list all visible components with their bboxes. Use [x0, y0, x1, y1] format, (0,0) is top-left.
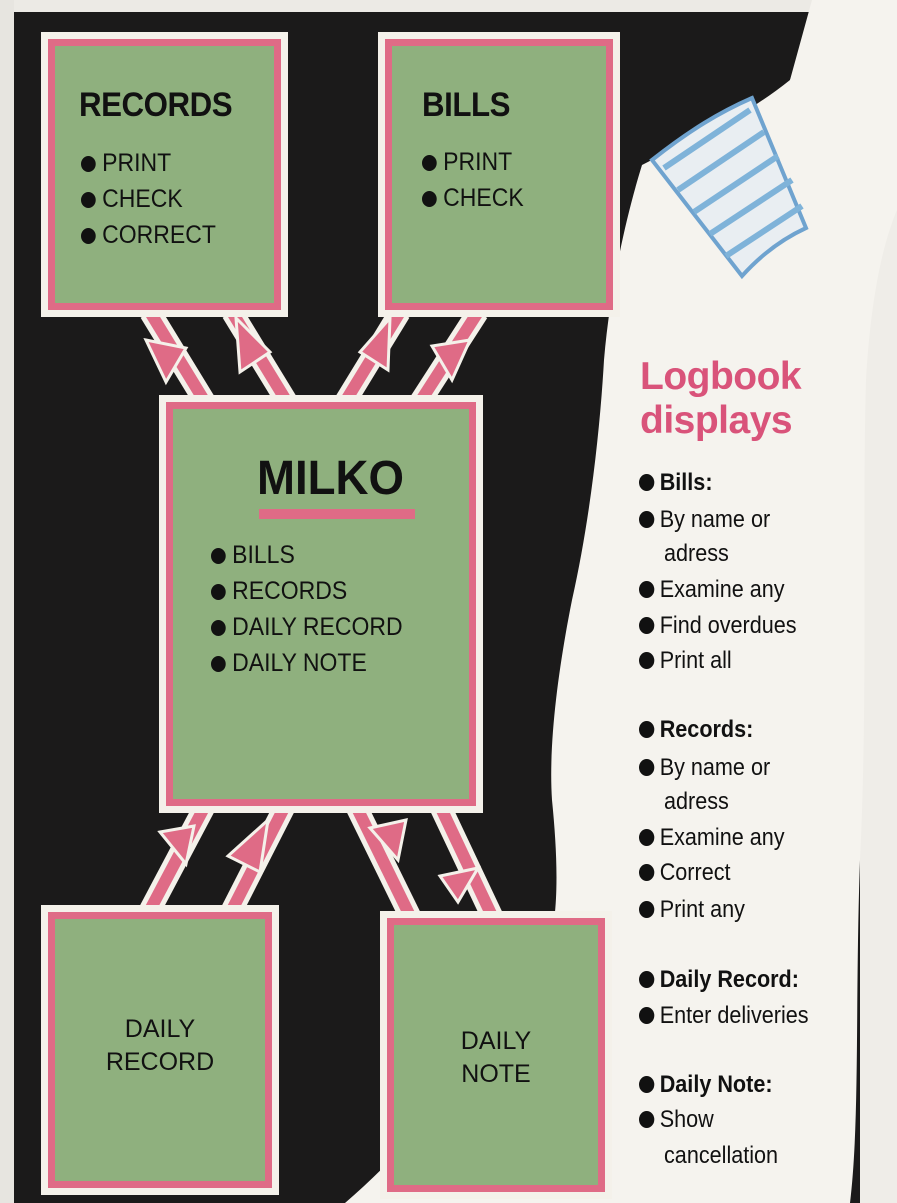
- list-item: Find overdues: [639, 612, 797, 640]
- bills-title: BILLS: [422, 86, 510, 125]
- bullet-icon: [639, 1076, 654, 1093]
- bullet-icon: [639, 1007, 654, 1024]
- list-item: RECORDS: [211, 573, 403, 609]
- bullet-icon: [211, 548, 226, 564]
- list-item: cancellation: [664, 1142, 778, 1170]
- logbook-records-heading: Records:: [639, 716, 753, 744]
- list-item: DAILY RECORD: [211, 609, 403, 645]
- list-item: Show: [639, 1106, 714, 1134]
- bullet-icon: [639, 759, 654, 776]
- milko-menu: BILLS RECORDS DAILY RECORD DAILY NOTE: [211, 537, 419, 681]
- logbook-daily-note-heading: Daily Note:: [639, 1071, 773, 1099]
- list-item: adress: [664, 788, 729, 816]
- records-list: PRINT CHECK CORRECT: [81, 145, 228, 253]
- bullet-icon: [639, 617, 654, 634]
- bullet-icon: [211, 584, 226, 600]
- list-item: By name or: [639, 754, 770, 782]
- bullet-icon: [211, 620, 226, 636]
- bullet-icon: [639, 829, 654, 846]
- milko-title: MILKO: [257, 451, 404, 506]
- bullet-icon: [639, 901, 654, 918]
- daily-note-caption: DAILY NOTE: [394, 1025, 598, 1091]
- list-item: Examine any: [639, 824, 785, 852]
- list-item: BILLS: [211, 537, 403, 573]
- title-underline: [259, 509, 415, 519]
- bullet-icon: [81, 156, 96, 172]
- bullet-icon: [639, 864, 654, 881]
- bullet-icon: [81, 228, 96, 244]
- bullet-icon: [81, 192, 96, 208]
- list-item: PRINT: [422, 144, 524, 180]
- list-item: Print all: [639, 647, 732, 675]
- bullet-icon: [211, 656, 226, 672]
- bullet-icon: [639, 474, 654, 491]
- logbook-heading: Logbook displays: [640, 355, 860, 443]
- records-title: RECORDS: [79, 86, 232, 125]
- bullet-icon: [639, 971, 654, 988]
- daily-record-box: DAILY RECORD: [48, 912, 272, 1188]
- milko-box: MILKO BILLS RECORDS DAILY RECORD DAILY N…: [166, 402, 476, 806]
- list-item: By name or: [639, 506, 770, 534]
- daily-record-caption: DAILY RECORD: [55, 1013, 265, 1079]
- bullet-icon: [422, 191, 437, 207]
- list-item: Print any: [639, 896, 745, 924]
- bullet-icon: [639, 511, 654, 528]
- list-item: CHECK: [422, 180, 524, 216]
- logbook-daily-record-heading: Daily Record:: [639, 966, 799, 994]
- daily-note-box: DAILY NOTE: [387, 918, 605, 1192]
- list-item: CHECK: [81, 181, 216, 217]
- list-item: CORRECT: [81, 217, 216, 253]
- bullet-icon: [639, 1111, 654, 1128]
- bullet-icon: [639, 652, 654, 669]
- list-item: PRINT: [81, 145, 216, 181]
- list-item: Enter deliveries: [639, 1002, 809, 1030]
- bullet-icon: [639, 721, 654, 738]
- list-item: Correct: [639, 859, 731, 887]
- list-item: DAILY NOTE: [211, 645, 403, 681]
- records-box: RECORDS PRINT CHECK CORRECT: [48, 39, 281, 310]
- bills-list: PRINT CHECK: [422, 144, 533, 216]
- list-item: Examine any: [639, 576, 785, 604]
- list-item: adress: [664, 540, 729, 568]
- bills-box: BILLS PRINT CHECK: [385, 39, 613, 310]
- bullet-icon: [639, 581, 654, 598]
- bullet-icon: [422, 155, 437, 171]
- logbook-bills-heading: Bills:: [639, 469, 713, 497]
